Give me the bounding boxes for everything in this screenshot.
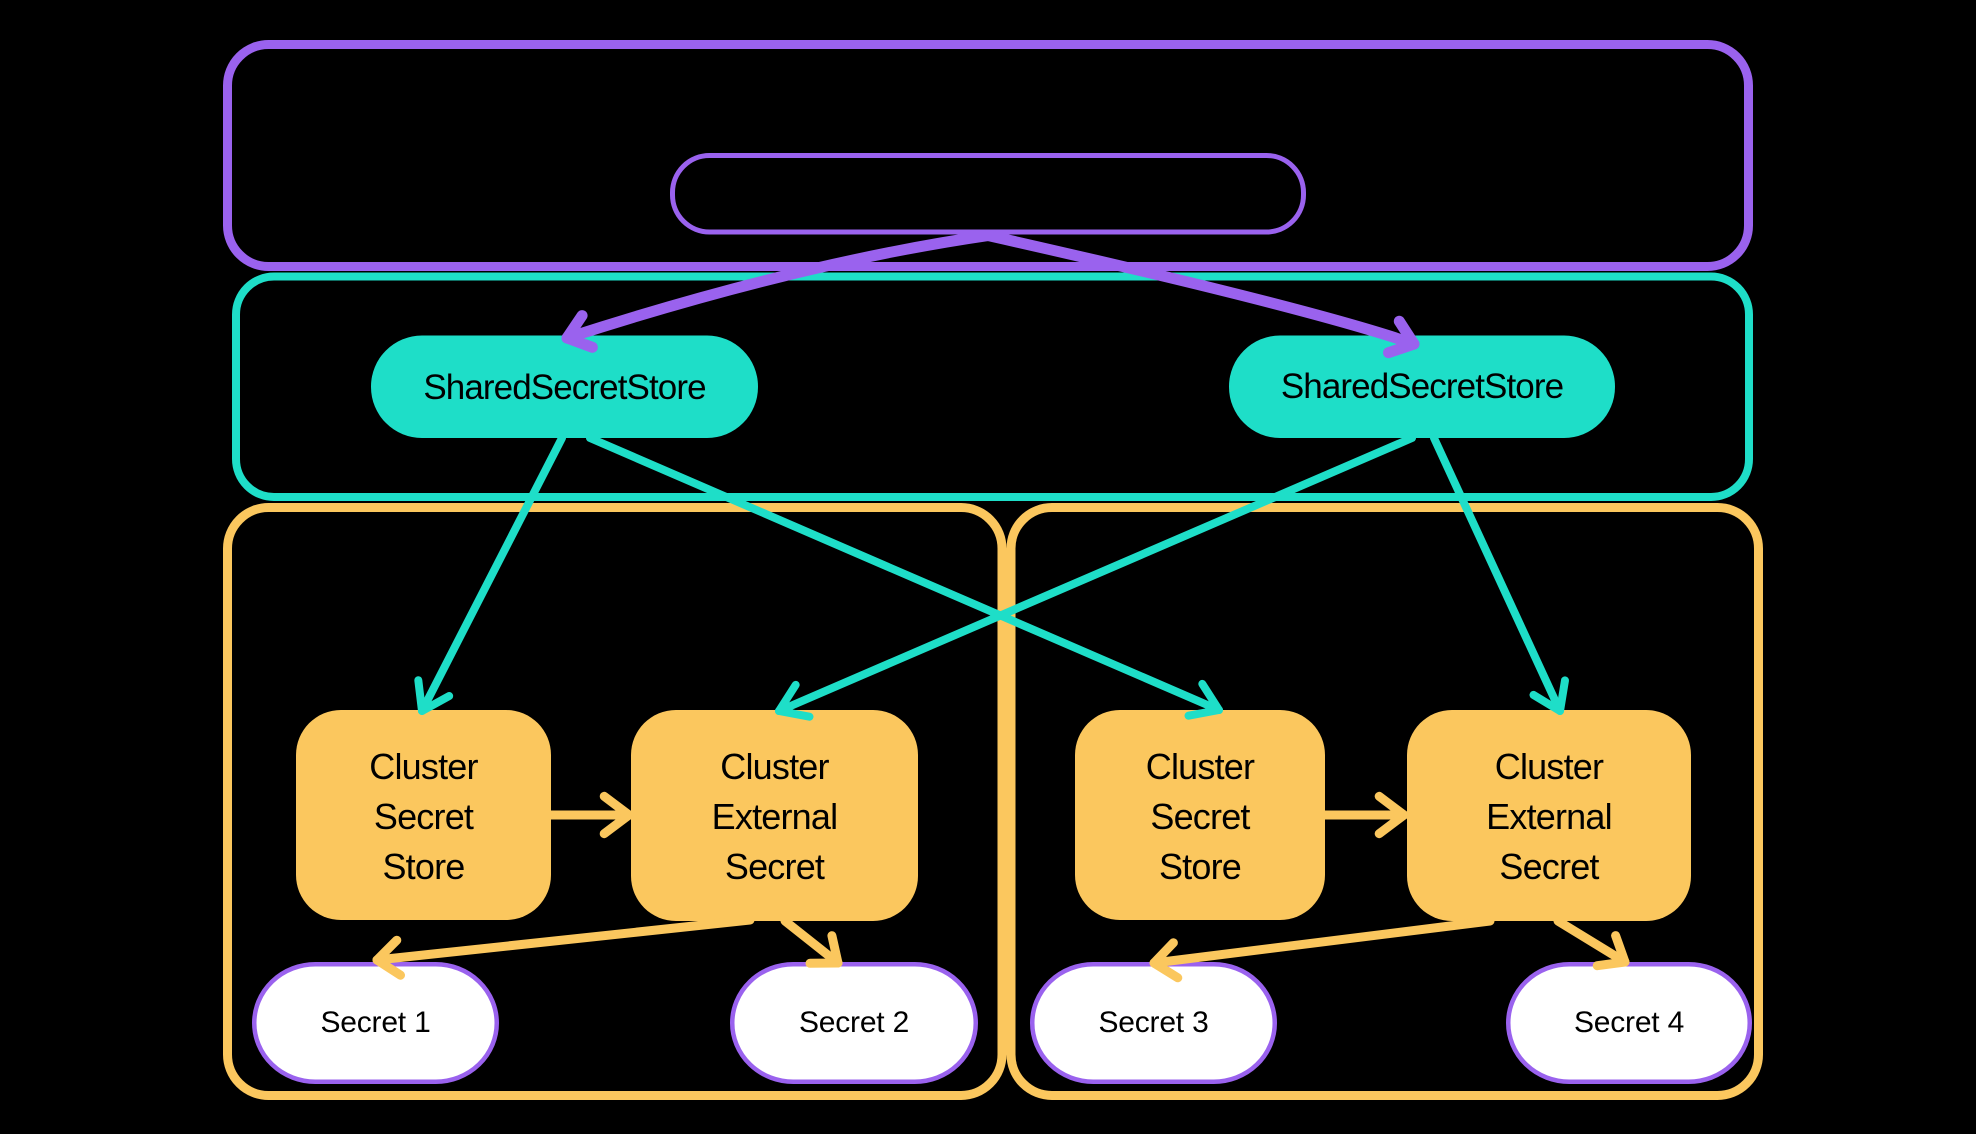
svg-text:External: External — [712, 796, 838, 837]
svg-text:Secret: Secret — [725, 846, 825, 887]
svg-text:Secret: Secret — [1499, 846, 1599, 887]
svg-text:Secret: Secret — [1150, 796, 1250, 837]
svg-text:SharedSecretStore: SharedSecretStore — [423, 368, 705, 407]
svg-text:Cluster: Cluster — [1146, 746, 1255, 787]
svg-text:External: External — [1486, 796, 1612, 837]
svg-text:Cluster: Cluster — [1495, 746, 1604, 787]
svg-text:Store: Store — [382, 846, 464, 887]
svg-text:Store: Store — [1159, 846, 1241, 887]
svg-text:Secret 1: Secret 1 — [320, 1006, 430, 1039]
svg-text:Secret 4: Secret 4 — [1574, 1006, 1684, 1039]
svg-text:Cluster: Cluster — [720, 746, 829, 787]
svg-text:Secret 3: Secret 3 — [1098, 1006, 1208, 1039]
svg-text:Secret 2: Secret 2 — [799, 1006, 909, 1039]
svg-text:Cluster: Cluster — [369, 746, 478, 787]
svg-text:Secret: Secret — [374, 796, 474, 837]
svg-text:SharedSecretStore: SharedSecretStore — [1281, 367, 1563, 406]
